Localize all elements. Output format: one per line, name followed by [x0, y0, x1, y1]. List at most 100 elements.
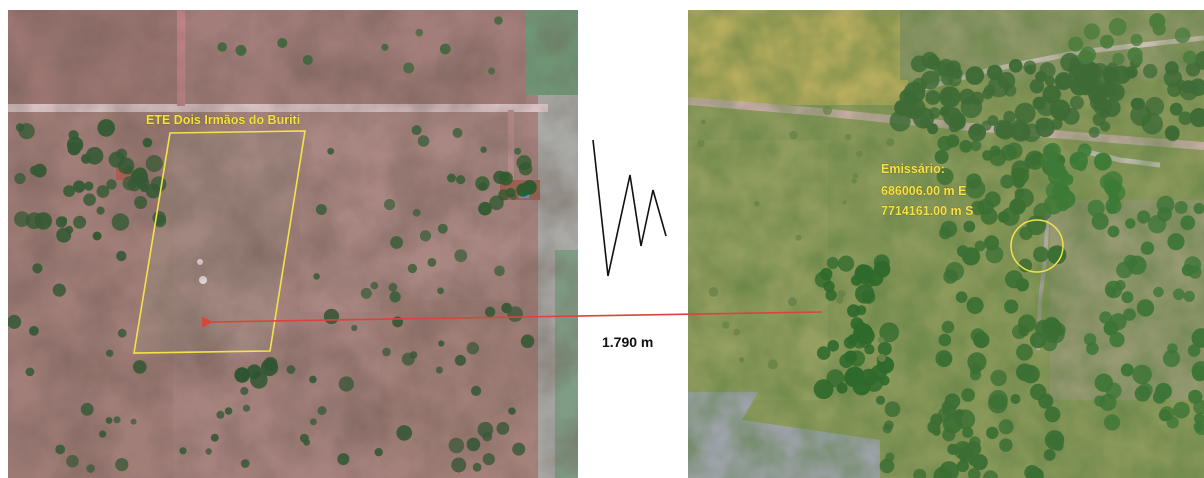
tree-canopy	[753, 200, 760, 207]
tree-canopy	[437, 287, 444, 295]
tree-canopy	[55, 216, 67, 228]
tree-canopy	[987, 75, 1010, 98]
tree-canopy	[851, 178, 857, 184]
tree-canopy	[856, 150, 863, 158]
tree-canopy	[1093, 97, 1113, 116]
tree-canopy	[477, 421, 494, 438]
tree-canopy	[1185, 62, 1201, 77]
tree-canopy	[389, 291, 401, 303]
tree-canopy	[494, 16, 503, 25]
tree-canopy	[205, 448, 212, 455]
tree-canopy	[861, 290, 876, 304]
tree-canopy	[130, 418, 137, 425]
emissario-northing: 7714161.00 m S	[881, 204, 973, 218]
tree-canopy	[246, 364, 262, 380]
tree-canopy	[947, 443, 959, 455]
tree-canopy	[1169, 102, 1183, 116]
tree-canopy	[813, 379, 834, 400]
tree-canopy	[987, 115, 999, 126]
tree-canopy	[217, 42, 227, 52]
tree-canopy	[1141, 113, 1163, 135]
tree-canopy	[1109, 332, 1125, 348]
tree-canopy	[1152, 22, 1166, 36]
tree-canopy	[934, 150, 949, 164]
tree-canopy	[97, 119, 115, 137]
tree-canopy	[505, 187, 516, 198]
tree-canopy	[852, 172, 859, 179]
tree-canopy	[427, 258, 437, 267]
tree-canopy	[966, 297, 984, 314]
tree-canopy	[838, 255, 855, 272]
tree-canopy	[864, 276, 875, 288]
distance-label: 1.790 m	[602, 334, 653, 350]
tree-canopy	[134, 196, 148, 209]
tree-canopy	[1167, 82, 1182, 98]
tree-canopy	[1108, 17, 1127, 36]
tree-canopy	[522, 180, 537, 195]
tree-canopy	[1068, 36, 1084, 52]
tree-canopy	[179, 447, 187, 455]
tree-canopy	[939, 461, 960, 478]
tree-canopy	[1120, 363, 1134, 377]
tree-canopy	[795, 234, 802, 241]
tree-canopy	[1011, 160, 1030, 179]
tree-canopy	[25, 367, 35, 377]
tree-canopy	[997, 211, 1010, 223]
tree-canopy	[1008, 59, 1023, 73]
tree-canopy	[1000, 174, 1015, 189]
tree-canopy	[1021, 365, 1040, 384]
tree-canopy	[1030, 383, 1047, 401]
tree-canopy	[1106, 286, 1117, 297]
tree-canopy	[843, 336, 857, 349]
tree-canopy	[1035, 117, 1049, 131]
tree-canopy	[494, 265, 505, 277]
map-break-symbol	[592, 139, 667, 277]
tree-canopy	[1094, 373, 1114, 392]
tree-canopy	[1079, 60, 1098, 79]
tree-canopy	[63, 185, 75, 198]
tree-canopy	[860, 368, 878, 386]
tree-layer	[697, 13, 1204, 478]
tree-canopy	[884, 420, 894, 431]
tree-canopy	[374, 448, 383, 457]
tree-canopy	[123, 165, 133, 175]
tree-canopy	[787, 297, 797, 307]
tree-canopy	[412, 208, 421, 217]
tree-canopy	[1018, 258, 1033, 273]
tree-canopy	[1012, 176, 1026, 189]
tree-canopy	[512, 442, 526, 456]
tree-canopy	[875, 395, 886, 405]
tree-canopy	[1191, 328, 1204, 348]
tree-canopy	[1174, 201, 1188, 214]
tree-canopy	[940, 220, 958, 238]
tree-canopy	[419, 230, 432, 242]
tree-canopy	[962, 426, 974, 438]
tree-canopy	[844, 366, 865, 387]
tree-canopy	[1107, 183, 1126, 202]
tree-canopy	[936, 168, 954, 185]
tree-canopy	[1104, 414, 1121, 431]
tree-canopy	[32, 263, 43, 274]
right-aerial-image	[688, 10, 1204, 478]
tree-canopy	[1051, 322, 1066, 337]
tree-canopy	[1099, 311, 1112, 324]
tree-canopy	[825, 289, 837, 301]
tree-canopy	[14, 211, 30, 228]
tree-canopy	[317, 406, 327, 416]
tree-canopy	[956, 245, 969, 258]
tree-canopy	[998, 419, 1014, 435]
tree-canopy	[1014, 102, 1036, 124]
tree-canopy	[484, 306, 496, 318]
tree-canopy	[1010, 394, 1021, 404]
tree-canopy	[1167, 233, 1185, 251]
tree-canopy	[496, 422, 510, 435]
tree-canopy	[1123, 254, 1138, 269]
tree-canopy	[1173, 288, 1185, 301]
tree-canopy	[454, 354, 466, 366]
tree-canopy	[1189, 108, 1204, 128]
tree-canopy	[1088, 126, 1100, 138]
tree-canopy	[938, 333, 952, 347]
tree-canopy	[965, 178, 986, 199]
tree-canopy	[415, 28, 424, 37]
